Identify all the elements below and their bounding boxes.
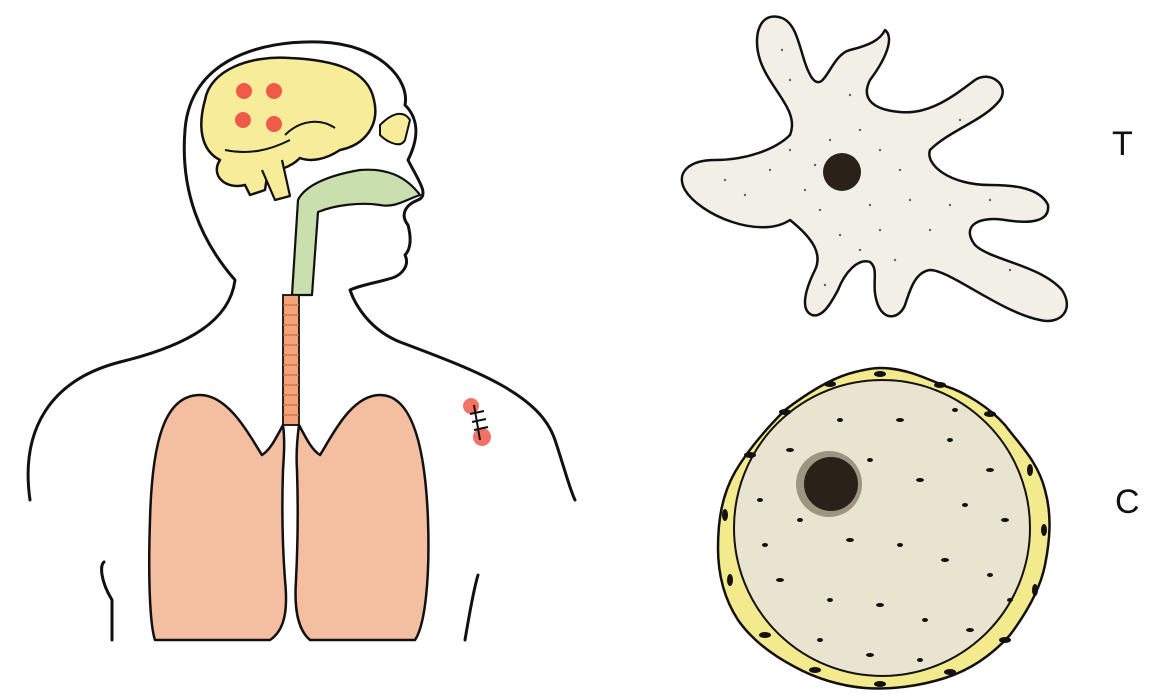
human-figure: [28, 42, 575, 640]
pharynx-airway: [292, 170, 420, 295]
brain-spot: [236, 83, 252, 99]
trophozoite-membrane: [682, 16, 1067, 320]
nasal-airway: [380, 114, 410, 144]
brain-spot: [266, 83, 282, 99]
trophozoite-nucleus: [823, 153, 861, 191]
brain-spot: [235, 112, 251, 128]
cyst-label: C: [1115, 485, 1140, 519]
trophozoite-label: T: [1112, 127, 1133, 161]
cyst-nucleus: [804, 457, 858, 511]
cyst-cell: [718, 368, 1050, 689]
trophozoite-cell: [682, 16, 1067, 320]
right-lung: [296, 395, 429, 640]
left-lung: [149, 395, 286, 640]
brain-spot: [266, 116, 282, 132]
cyst-interior: [734, 380, 1030, 676]
skin-lesion: [463, 398, 491, 446]
